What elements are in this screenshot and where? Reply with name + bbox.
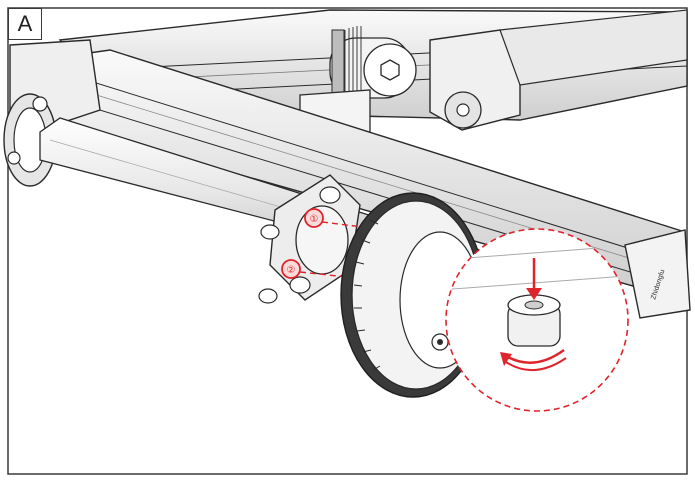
pulley-teeth <box>353 219 381 371</box>
left-rail-clamp <box>3 39 101 187</box>
screw-1-label: ① <box>310 214 319 225</box>
panel-label: A <box>8 8 42 40</box>
detail-callout <box>445 228 629 412</box>
screw-2: ② <box>281 259 301 279</box>
screw-2-label: ② <box>287 265 296 276</box>
press-down-arrow-icon <box>526 258 542 300</box>
rail-end-bracket-right <box>429 9 688 131</box>
front-aluminium-profile: Zhidongfu <box>39 49 691 319</box>
rotate-clockwise-arrow-icon <box>500 348 567 372</box>
screw-1: ① <box>304 208 324 228</box>
set-screw-detail <box>507 294 561 347</box>
